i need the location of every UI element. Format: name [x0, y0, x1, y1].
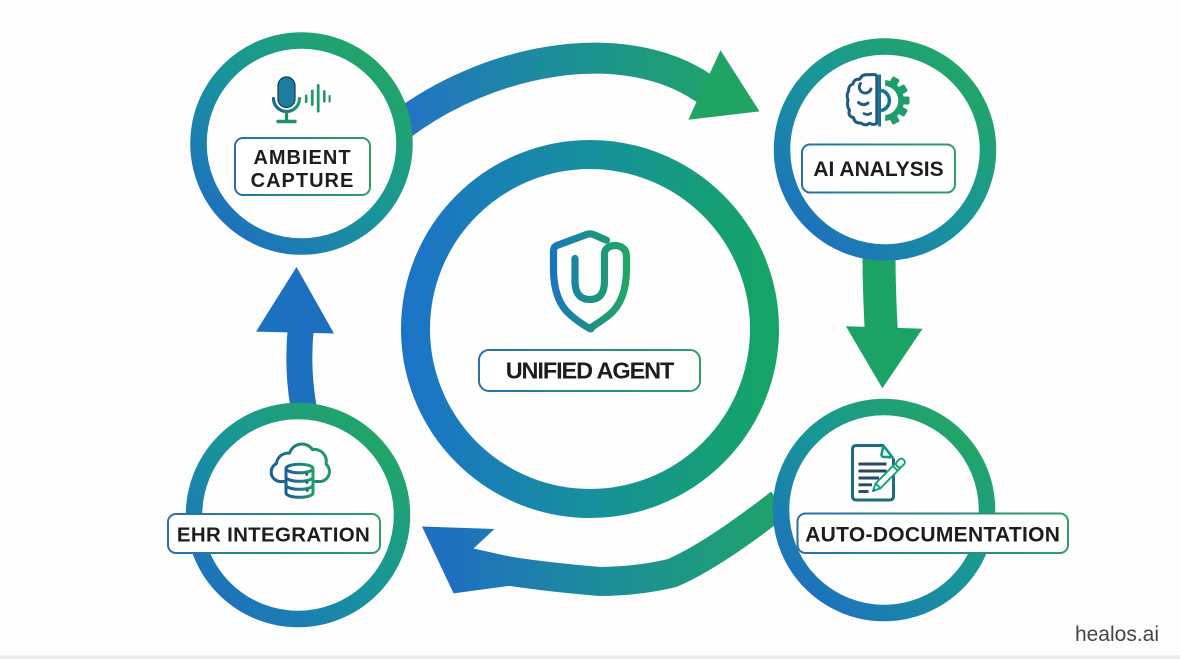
svg-text:EHR INTEGRATION: EHR INTEGRATION: [177, 524, 370, 547]
svg-text:CAPTURE: CAPTURE: [251, 170, 355, 192]
svg-text:healos.ai: healos.ai: [1075, 623, 1159, 646]
svg-text:AMBIENT: AMBIENT: [253, 147, 351, 169]
svg-text:AI ANALYSIS: AI ANALYSIS: [813, 158, 943, 181]
svg-text:UNIFIED AGENT: UNIFIED AGENT: [506, 358, 675, 384]
svg-text:AUTO-DOCUMENTATION: AUTO-DOCUMENTATION: [805, 524, 1060, 547]
